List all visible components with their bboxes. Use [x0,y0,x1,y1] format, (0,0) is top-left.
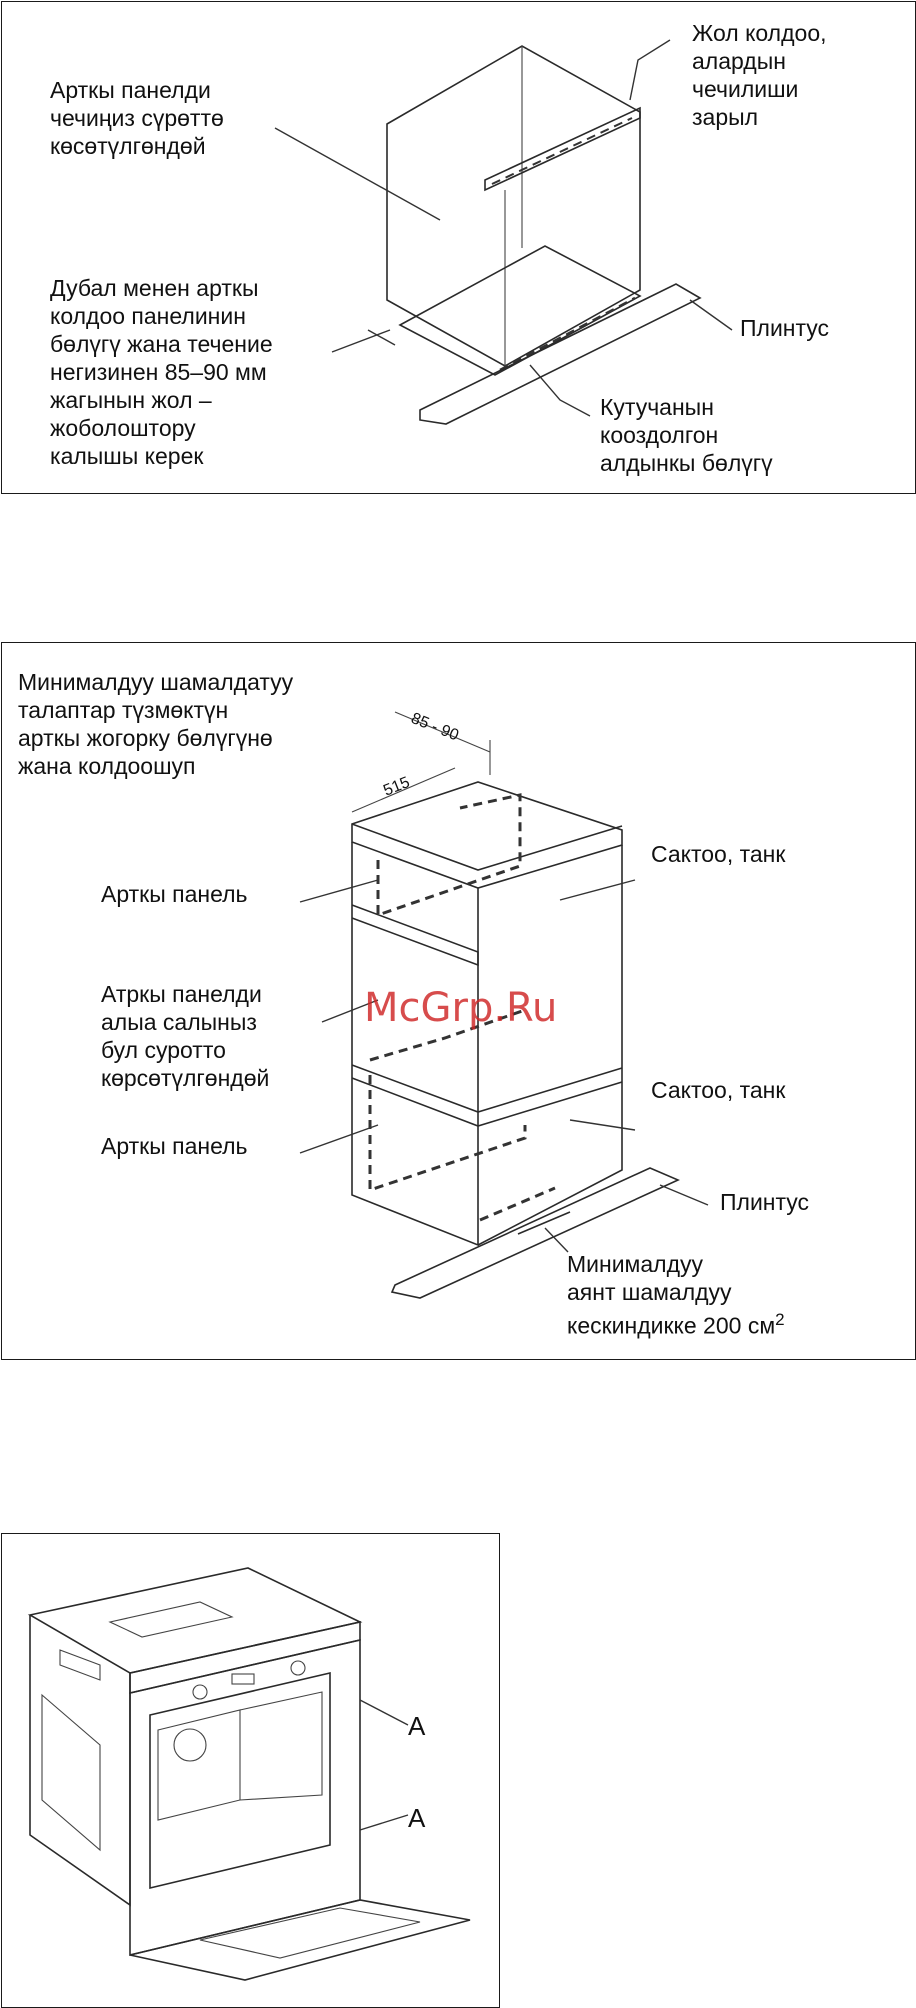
label-min-area-sup: 2 [775,1310,785,1329]
marker-a-top: A [408,1711,426,1741]
label-wall-gap: Дубал менен арткы колдоо панелинин бөлүг… [50,275,273,469]
label-back-panel-2: Арткы панель [101,1133,248,1159]
label-shelf-2: Сактоо, танк [651,1077,786,1103]
label-remove-back: Атркы панелди алыа салыныз бул суротто к… [101,981,270,1091]
diagram-2-drawing: 85 - 90 515 [299,710,709,1299]
diagram-2-frame [1,642,916,1360]
label-back-panel-cut: Арткы панелди чечиңиз сүрөттө көсөтүлгөн… [50,77,224,159]
label-plinth-1: Плинтус [740,315,830,341]
watermark: McGrp.Ru [364,985,558,1031]
label-min-vent: Минималдуу шамалдатуу талаптар түзмөктүн… [18,669,294,779]
label-min-area-text: Минималдуу аянт шамалдуу кескиндикке 200… [567,1251,776,1339]
diagram-1-drawing [274,39,733,425]
label-shelf-1: Сактоо, танк [651,841,786,867]
label-rail-cut: Жол колдоо, алардын чечилиши зарыл [692,20,827,130]
label-min-area: Минималдуу аянт шамалдуу кескиндикке 200… [567,1250,785,1340]
marker-a-bottom: A [408,1803,426,1833]
label-plinth-2: Плинтус [720,1189,810,1215]
label-back-panel-1: Арткы панель [101,881,248,907]
label-cut-front: Кутучанын кооздолгон алдынкы бөлүгү [600,394,773,476]
